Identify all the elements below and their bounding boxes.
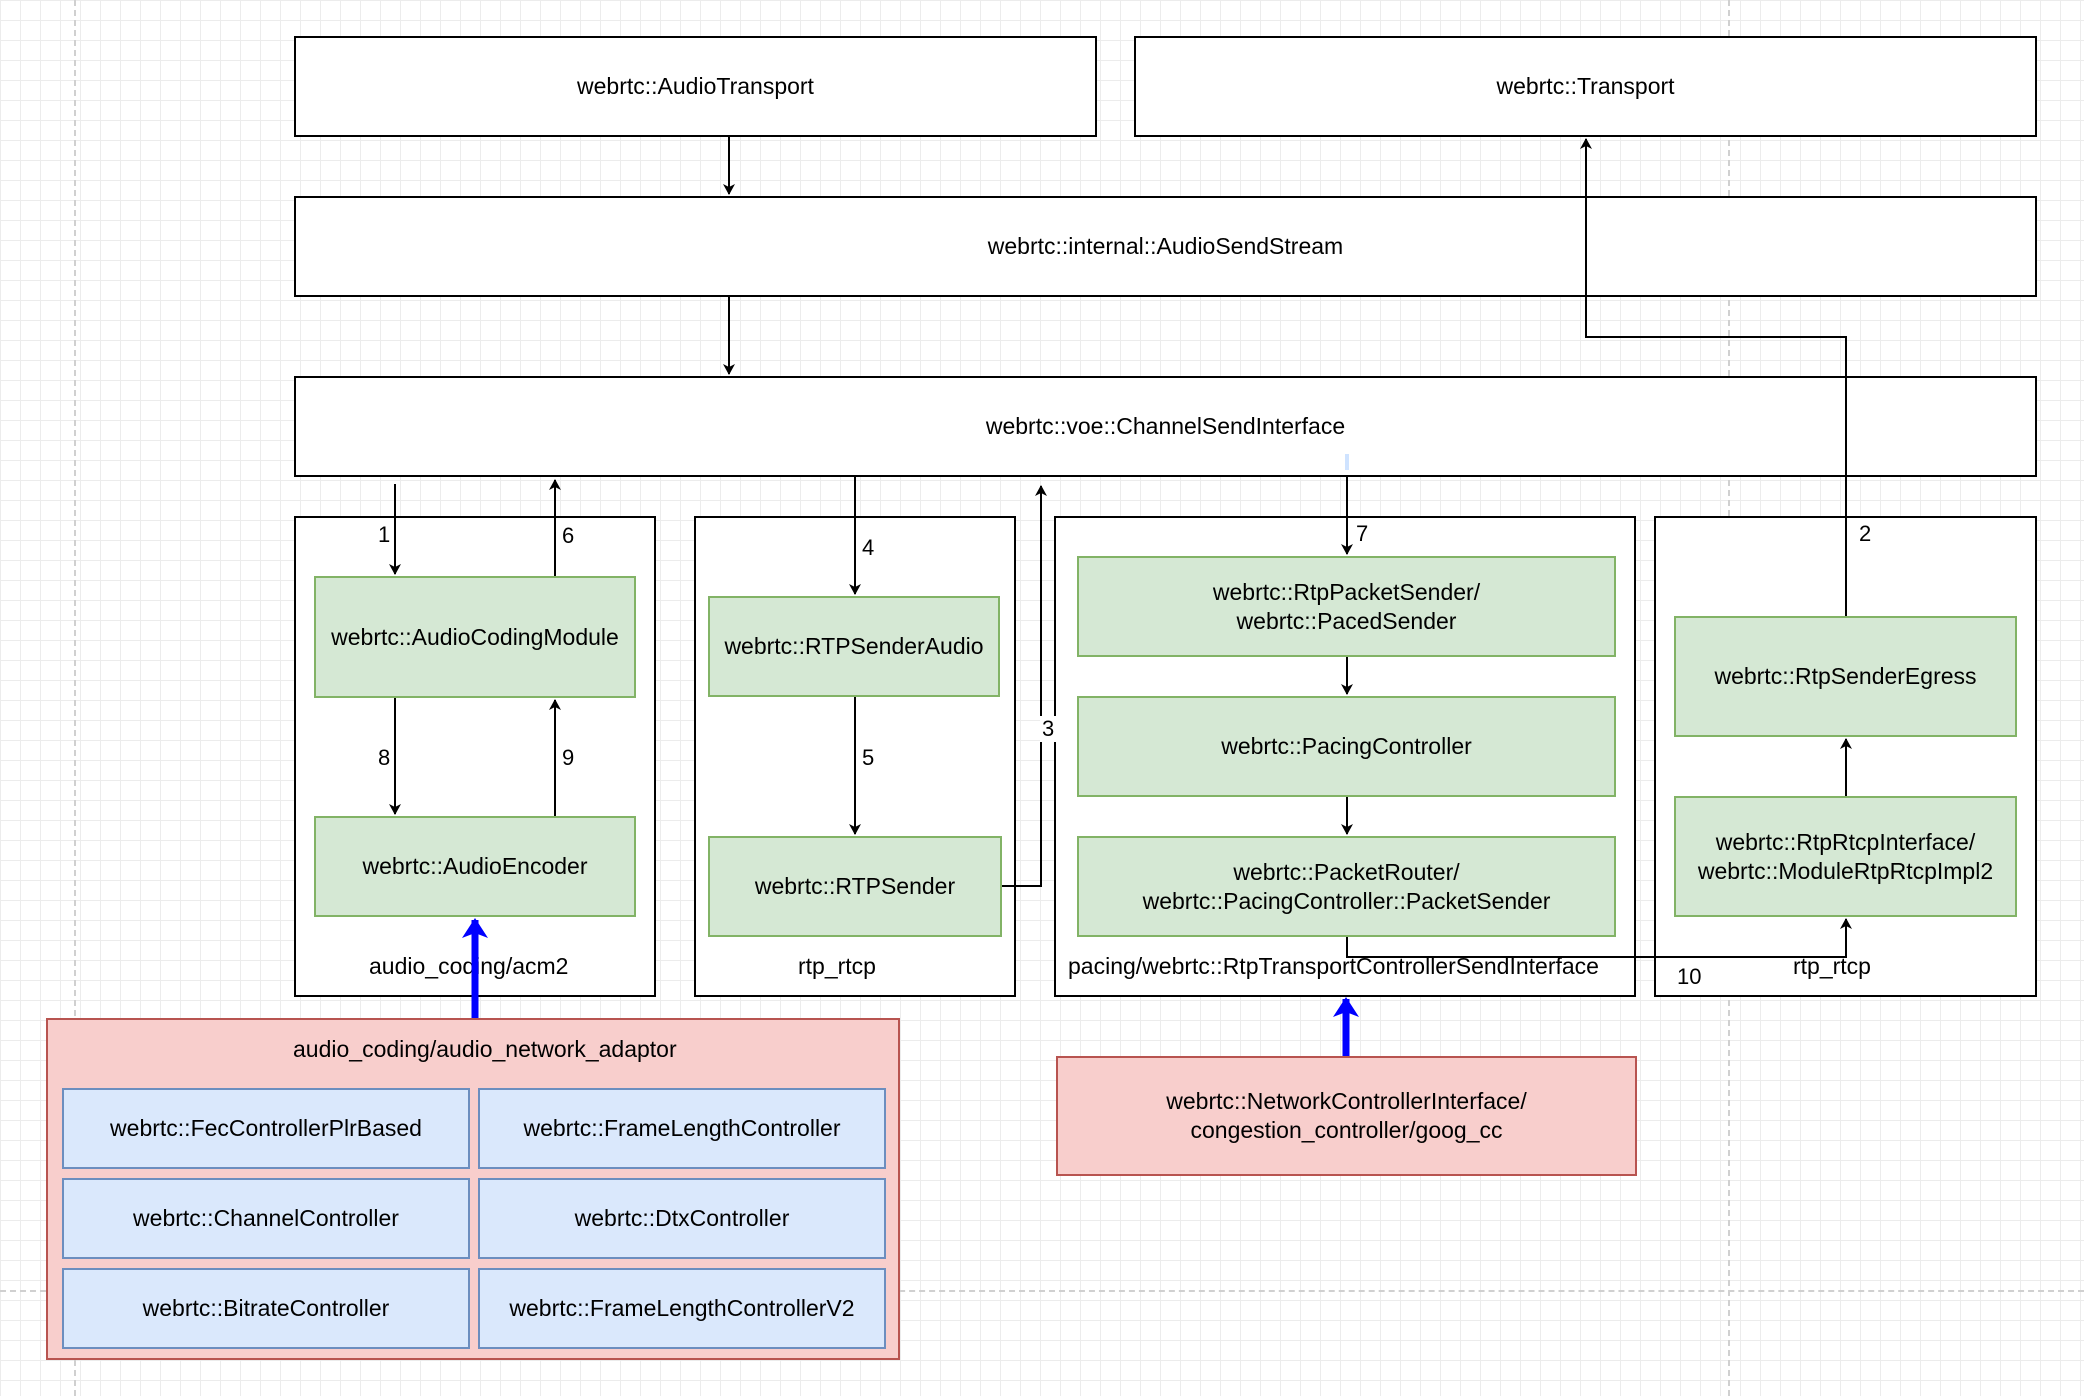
acm2-group-label: audio_coding/acm2 [369, 953, 569, 979]
dtx-controller-node[interactable]: webrtc::DtxController [478, 1178, 886, 1259]
audio-transport-node[interactable]: webrtc::AudioTransport [294, 36, 1097, 137]
frame-length-controller-label: webrtc::FrameLengthController [523, 1115, 841, 1141]
audio-send-stream-label: webrtc::internal::AudioSendStream [987, 233, 1344, 259]
network-controller-node[interactable]: webrtc::NetworkControllerInterface/ cong… [1056, 1056, 1637, 1176]
edge-label-2: 2 [1857, 521, 1874, 547]
channel-controller-label: webrtc::ChannelController [133, 1205, 399, 1231]
fec-controller-label: webrtc::FecControllerPlrBased [110, 1115, 422, 1141]
transport-node[interactable]: webrtc::Transport [1134, 36, 2037, 137]
channel-send-interface-node[interactable]: webrtc::voe::ChannelSendInterface [294, 376, 2037, 477]
audio-network-adaptor-label: audio_coding/audio_network_adaptor [293, 1036, 677, 1062]
rtp-sender-egress-node[interactable]: webrtc::RtpSenderEgress [1674, 616, 2017, 737]
edge-label-8: 8 [376, 745, 393, 771]
audio-transport-label: webrtc::AudioTransport [577, 73, 814, 99]
rtp-rtcp-interface-label: webrtc::RtpRtcpInterface/ webrtc::Module… [1697, 828, 1994, 884]
rtp-packet-sender-node[interactable]: webrtc::RtpPacketSender/ webrtc::PacedSe… [1077, 556, 1616, 657]
pacing-controller-node[interactable]: webrtc::PacingController [1077, 696, 1616, 797]
audio-send-stream-node[interactable]: webrtc::internal::AudioSendStream [294, 196, 2037, 297]
edge-label-4: 4 [860, 535, 877, 561]
rtp-sender-node[interactable]: webrtc::RTPSender [708, 836, 1002, 937]
frame-length-controller-v2-node[interactable]: webrtc::FrameLengthControllerV2 [478, 1268, 886, 1349]
dtx-controller-label: webrtc::DtxController [574, 1205, 790, 1231]
edge-label-5: 5 [860, 745, 877, 771]
rtp-rtcp-interface-node[interactable]: webrtc::RtpRtcpInterface/ webrtc::Module… [1674, 796, 2017, 917]
pacing-group-label: pacing/webrtc::RtpTransportControllerSen… [1068, 953, 1599, 979]
frame-length-controller-node[interactable]: webrtc::FrameLengthController [478, 1088, 886, 1169]
audio-encoder-node[interactable]: webrtc::AudioEncoder [314, 816, 636, 917]
guide-line [0, 1290, 2084, 1292]
edge-label-9: 9 [560, 745, 577, 771]
bitrate-controller-label: webrtc::BitrateController [142, 1295, 390, 1321]
frame-length-controller-v2-label: webrtc::FrameLengthControllerV2 [509, 1295, 855, 1321]
edge-label-1: 1 [376, 522, 393, 548]
rtp-sender-label: webrtc::RTPSender [754, 873, 956, 899]
rtp-sender-audio-node[interactable]: webrtc::RTPSenderAudio [708, 596, 1000, 697]
audio-encoder-label: webrtc::AudioEncoder [362, 853, 588, 879]
transport-label: webrtc::Transport [1496, 73, 1675, 99]
network-controller-label: webrtc::NetworkControllerInterface/ cong… [1166, 1088, 1527, 1143]
packet-router-node[interactable]: webrtc::PacketRouter/ webrtc::PacingCont… [1077, 836, 1616, 937]
fec-controller-node[interactable]: webrtc::FecControllerPlrBased [62, 1088, 470, 1169]
rtp-sender-egress-label: webrtc::RtpSenderEgress [1714, 663, 1977, 689]
rtp-sender-audio-label: webrtc::RTPSenderAudio [724, 633, 984, 659]
edge-label-7: 7 [1354, 521, 1371, 547]
edge-label-3: 3 [1040, 716, 1057, 742]
guide-line [74, 0, 76, 1396]
bitrate-controller-node[interactable]: webrtc::BitrateController [62, 1268, 470, 1349]
pacing-controller-label: webrtc::PacingController [1221, 733, 1472, 759]
channel-send-interface-label: webrtc::voe::ChannelSendInterface [985, 413, 1346, 439]
channel-controller-node[interactable]: webrtc::ChannelController [62, 1178, 470, 1259]
rtp-rtcp-right-group[interactable] [1654, 516, 2037, 997]
audio-coding-module-node[interactable]: webrtc::AudioCodingModule [314, 576, 636, 698]
rtp-packet-sender-label: webrtc::RtpPacketSender/ webrtc::PacedSe… [1212, 578, 1481, 634]
edge-label-6: 6 [560, 523, 577, 549]
edge-label-10: 10 [1675, 964, 1704, 990]
audio-coding-module-label: webrtc::AudioCodingModule [331, 623, 619, 650]
rtp-rtcp-right-group-label: rtp_rtcp [1793, 953, 1871, 979]
rtp-rtcp-left-group-label: rtp_rtcp [798, 953, 876, 979]
packet-router-label: webrtc::PacketRouter/ webrtc::PacingCont… [1142, 858, 1551, 914]
